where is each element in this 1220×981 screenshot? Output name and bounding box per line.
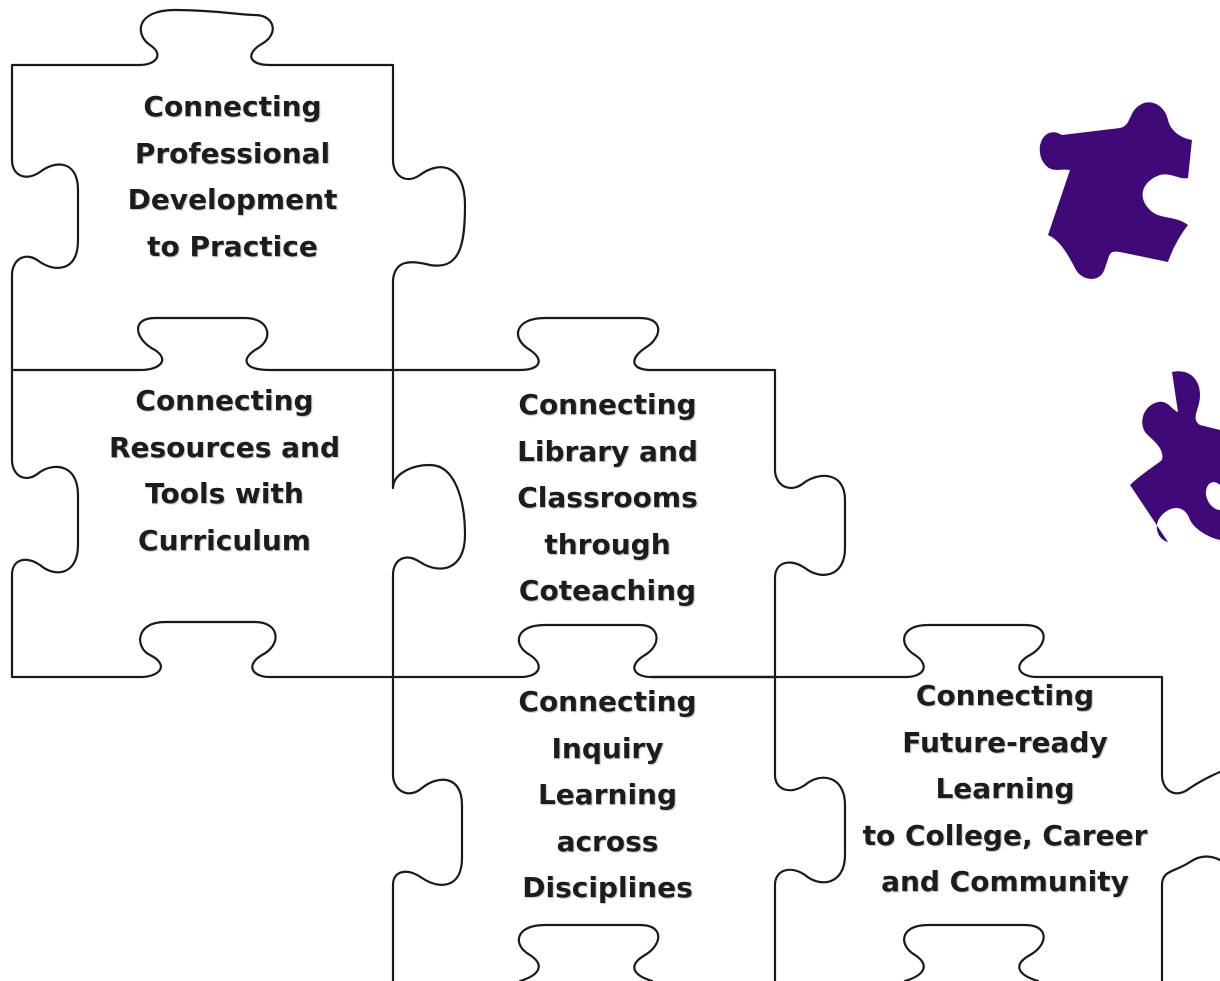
piece-line: Disciplines bbox=[522, 871, 693, 904]
piece-line: Resources and bbox=[108, 430, 341, 464]
piece-line: to College, Career bbox=[862, 818, 1148, 852]
piece-line: through bbox=[544, 527, 671, 561]
piece-label-library: Connecting Library and Classrooms throug… bbox=[435, 382, 780, 615]
piece-outline-resources bbox=[10, 368, 467, 679]
piece-line: Connecting bbox=[135, 384, 314, 417]
piece-line: Learning bbox=[537, 778, 678, 811]
piece-label-future-ready: Connecting Future-ready Learning to Coll… bbox=[830, 673, 1180, 906]
piece-label-pd-practice: Connecting Professional Development to P… bbox=[60, 84, 405, 270]
puzzle-piece-icon bbox=[1039, 102, 1192, 279]
puzzle-piece-icon bbox=[1130, 371, 1220, 542]
piece-outline-inquiry bbox=[391, 675, 847, 981]
piece-line: Future-ready bbox=[902, 725, 1108, 759]
piece-line: Connecting bbox=[518, 685, 697, 718]
piece-outline-pd-practice bbox=[10, 8, 467, 372]
piece-line: Connecting bbox=[143, 90, 322, 123]
piece-line: Learning bbox=[935, 772, 1075, 805]
piece-line: Library and bbox=[517, 434, 698, 468]
piece-line: Classrooms bbox=[517, 481, 698, 514]
piece-line: Coteaching bbox=[518, 574, 697, 607]
piece-line: Connecting bbox=[518, 388, 697, 421]
piece-label-resources: Connecting Resources and Tools with Curr… bbox=[52, 378, 397, 564]
piece-line: to Practice bbox=[147, 229, 318, 263]
piece-label-inquiry: Connecting Inquiry Learning across Disci… bbox=[435, 679, 780, 912]
piece-outline-future-ready bbox=[650, 623, 1220, 981]
piece-line: Inquiry bbox=[551, 731, 664, 765]
piece-line: Curriculum bbox=[138, 523, 311, 557]
piece-line: Connecting bbox=[915, 679, 1095, 712]
piece-line: and Community bbox=[881, 865, 1129, 898]
piece-line: across bbox=[556, 824, 659, 858]
piece-line: Professional bbox=[134, 136, 331, 170]
piece-line: Development bbox=[127, 183, 338, 216]
piece-outline-library bbox=[391, 316, 847, 679]
piece-line: Tools with bbox=[145, 477, 304, 510]
